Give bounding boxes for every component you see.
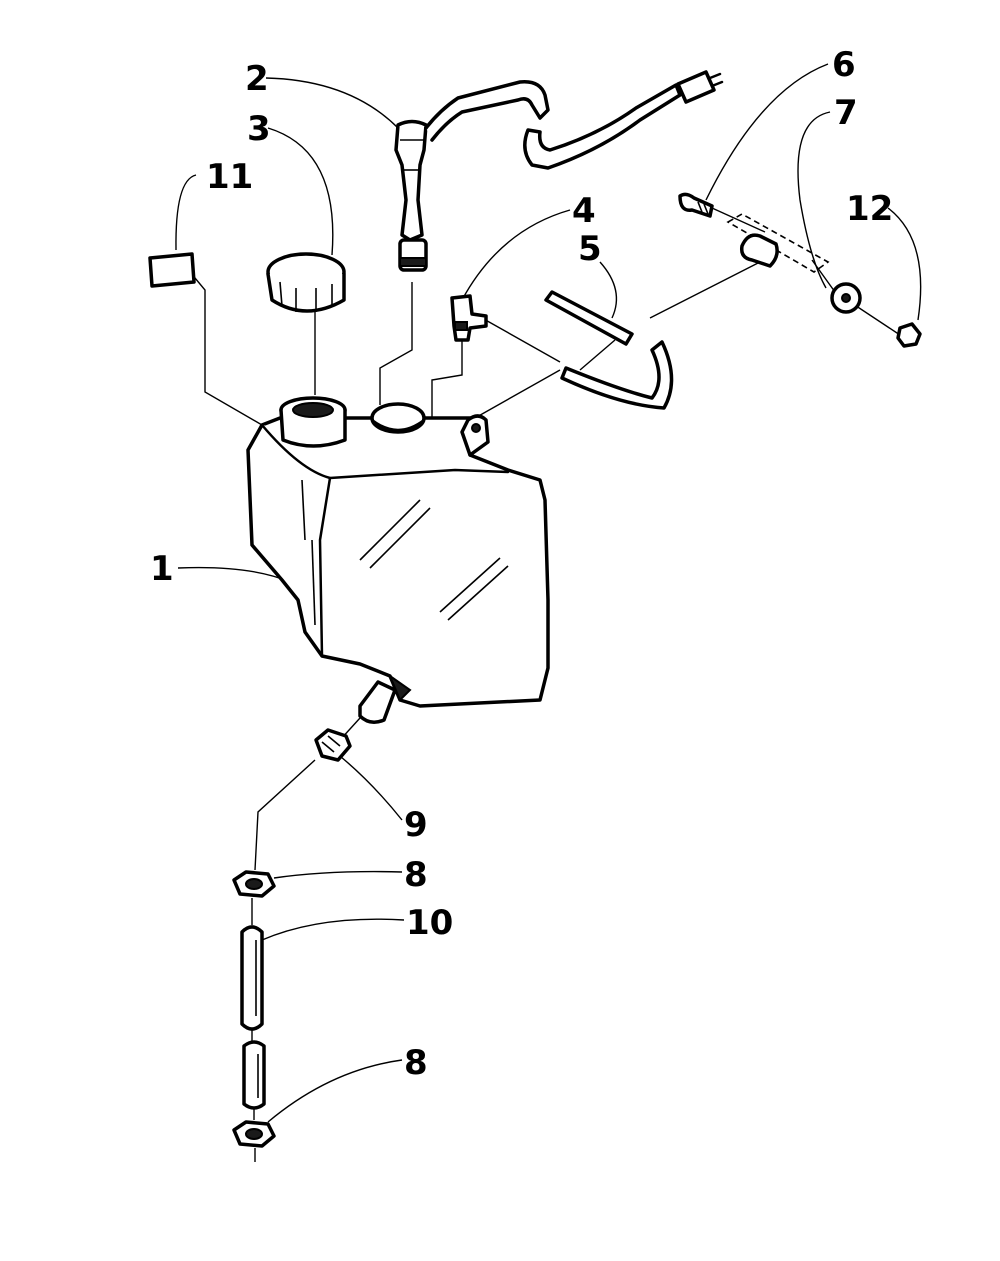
oil-line-hose: [240, 925, 266, 1110]
sensor-wire-loop: [523, 83, 682, 170]
vent-hose-long: [560, 340, 674, 410]
tank-highlight-2: [369, 507, 431, 569]
assembly-line-ear: [474, 369, 561, 419]
leader-8a: [273, 870, 403, 879]
filler-cap: [266, 252, 346, 313]
callout-10: 10: [406, 903, 453, 943]
assembly-line-2: [379, 282, 413, 405]
leader-lines: [175, 63, 922, 1162]
hose-clamp-lower: [232, 1120, 276, 1148]
callout-labels: 1 2 3 4 5 6 7 8 8 9 10 11 12: [150, 45, 893, 1083]
assembly-line-4: [431, 340, 463, 420]
callout-7: 7: [834, 93, 858, 133]
leader-12: [887, 207, 922, 321]
decal: [148, 252, 196, 288]
fitting-9-thread: [321, 735, 341, 753]
decal-plate: [148, 252, 196, 288]
callout-9: 9: [404, 805, 428, 845]
nut-12: [896, 322, 922, 348]
hose-10-upper: [240, 925, 264, 1031]
assembly-line-bracket: [649, 261, 761, 319]
leader-9: [334, 751, 403, 821]
tank-side-ridge-2: [301, 479, 306, 541]
oil-level-sensor: [394, 70, 724, 272]
fitting-9-body: [314, 728, 352, 762]
hose-10-lower: [242, 1040, 266, 1110]
callout-8-upper: 8: [404, 855, 428, 895]
leader-11: [175, 174, 197, 251]
assembly-line-11: [189, 271, 263, 426]
oil-tank: [246, 396, 550, 724]
spacer-7-hidden: [726, 213, 830, 273]
leader-2: [265, 77, 399, 129]
leader-3: [267, 127, 334, 256]
callout-5: 5: [578, 229, 602, 269]
cap-grip-1: [279, 281, 283, 307]
callout-8-lower: 8: [404, 1043, 428, 1083]
assembly-line-hose: [481, 317, 561, 363]
bracket-hardware: [678, 192, 922, 348]
tank-highlight-4: [447, 565, 509, 621]
hose-clamp-upper: [232, 870, 276, 898]
callout-1: 1: [150, 549, 174, 589]
filler-neck-opening: [292, 402, 334, 418]
assembly-line-9: [254, 759, 316, 871]
leader-8b: [267, 1059, 403, 1123]
bolt-6-thread: [697, 201, 709, 215]
vent-hose: [544, 290, 674, 410]
outlet-fitting: [314, 728, 352, 762]
vent-hose-short: [544, 290, 634, 346]
sensor-tip-band: [399, 257, 427, 267]
leader-10: [261, 918, 405, 941]
tank-outlet: [358, 680, 397, 724]
elbow-fitting: [450, 294, 488, 342]
tank-highlight-1: [359, 499, 421, 561]
callout-12: 12: [846, 189, 893, 229]
callout-6: 6: [832, 45, 856, 85]
tank-front-edge: [318, 476, 332, 658]
clamp-8b-hole: [245, 1128, 263, 1140]
cap-skirt: [266, 272, 346, 313]
mounting-ear: [460, 414, 490, 457]
sensor-connector-pins: [708, 72, 724, 88]
assembly-line-5: [579, 339, 616, 371]
sender-boss-base: [370, 418, 426, 432]
filler-neck: [279, 408, 347, 448]
elbow-body: [450, 294, 488, 342]
tank-side-ridge: [311, 539, 316, 626]
leader-4: [461, 209, 571, 301]
callout-2: 2: [245, 59, 269, 99]
callout-11: 11: [206, 157, 253, 197]
tank-outlet-shade: [387, 673, 412, 702]
washer-7-hole: [841, 293, 851, 303]
callout-3: 3: [247, 109, 271, 149]
sensor-wire-harness: [424, 80, 550, 142]
sensor-connector: [676, 70, 716, 104]
sensor-body: [394, 119, 428, 242]
callout-4: 4: [572, 191, 596, 231]
assembly-line-bolt: [711, 207, 766, 233]
bracket-sleeve: [739, 233, 779, 268]
bolt-6: [678, 192, 714, 218]
elbow-nut: [454, 321, 468, 331]
leader-5: [599, 261, 618, 319]
clamp-8a-hole: [245, 878, 263, 890]
leader-6: [705, 63, 829, 201]
mounting-ear-hole: [471, 423, 481, 433]
tank-highlight-3: [439, 557, 501, 613]
